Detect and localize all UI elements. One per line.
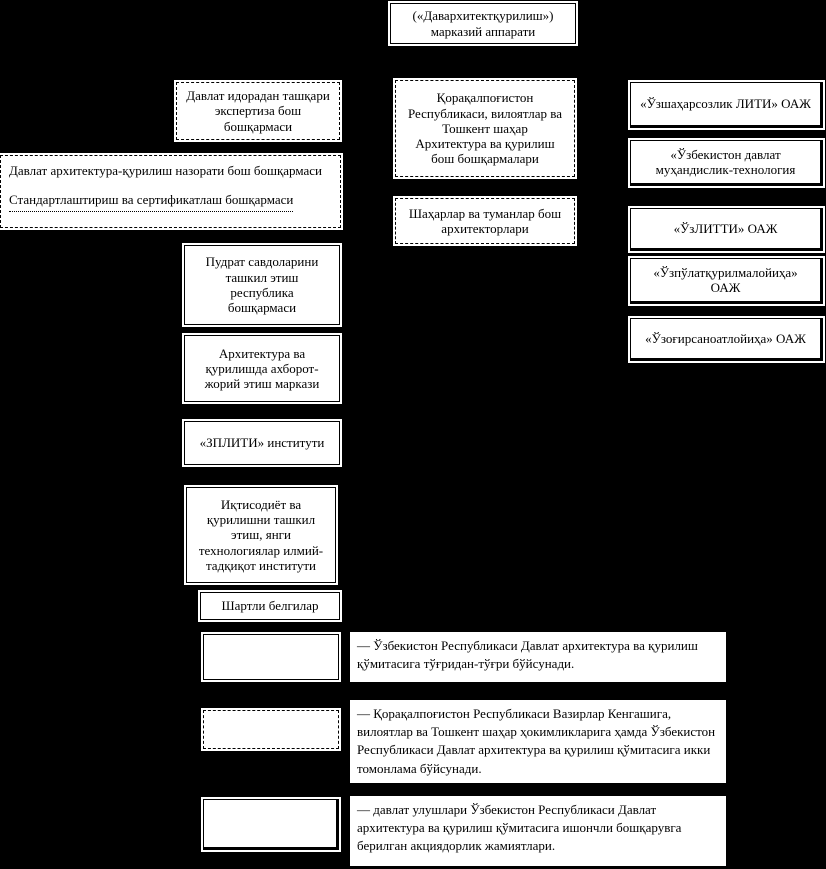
node-engineering-tech: «Ўзбекистон давлат муҳандислик-технологи… (630, 140, 823, 186)
node-city-architects-label: Шаҳарлар ва туманлар бош архитекторлари (408, 205, 562, 236)
legend-sample-solid (203, 634, 339, 680)
legend-header-label: Шартли белгилар (221, 598, 319, 614)
node-economy-institute: Иқтисодиёт ва қурилишни ташкил этиш, янг… (186, 487, 336, 583)
legend-sample-dashed (203, 710, 339, 749)
legend-item-dual-subordination: — Қорақалпоғистон Республикаси Вазирлар … (350, 700, 726, 783)
node-expertise-department: Давлат идорадан ташқари экспертиза бош б… (176, 82, 340, 140)
node-standardization-label: Стандартлаштириш ва сертификатлаш бошқар… (9, 192, 294, 212)
legend-header: Шартли белгилар (200, 592, 340, 620)
node-info-center: Архитектура ва қурилишда ахборот- жорий … (184, 335, 340, 402)
node-zpliti-institute: «ЗПЛИТИ» институти (184, 421, 340, 465)
legend-item-joint-stock: — давлат улушлари Ўзбекистон Республикас… (350, 796, 726, 866)
node-uzpulat-label: «Ўзпўлатқурилмалойиҳа» ОАЖ (653, 264, 798, 295)
node-uzlitti-label: «ЎзЛИТТИ» ОАЖ (673, 220, 778, 236)
node-economy-institute-label: Иқтисодиёт ва қурилишни ташкил этиш, янг… (198, 496, 324, 573)
legend-item-direct-subordination: — Ўзбекистон Республикаси Давлат архитек… (350, 632, 726, 682)
node-uzshaharsozlik: «Ўзшаҳарсозлик ЛИТИ» ОАЖ (630, 82, 823, 128)
node-info-center-label: Архитектура ва қурилишда ахборот- жорий … (204, 345, 320, 392)
node-supervision-label: Давлат архитектура-қурилиш назорати бош … (9, 163, 322, 178)
node-uzpulat: «Ўзпўлатқурилмалойиҳа» ОАЖ (630, 258, 823, 304)
node-contract-auctions: Пудрат савдоларини ташкил этиш республик… (184, 245, 340, 325)
node-regional-departments: Қорақалпоғистон Республикаси, вилоятлар … (395, 80, 575, 177)
node-zpliti-institute-label: «ЗПЛИТИ» институти (199, 435, 325, 451)
node-uzogirsanoat: «Ўзоғирсаноатлойиҳа» ОАЖ (630, 318, 823, 361)
node-central-office-label: («Давархитектқурилиш») марказий аппарати (412, 8, 554, 39)
node-uzogirsanoat-label: «Ўзоғирсаноатлойиҳа» ОАЖ (645, 330, 806, 346)
node-uzshaharsozlik-label: «Ўзшаҳарсозлик ЛИТИ» ОАЖ (640, 96, 811, 112)
node-city-architects: Шаҳарлар ва туманлар бош архитекторлари (395, 198, 575, 244)
node-regional-departments-label: Қорақалпоғистон Республикаси, вилоятлар … (408, 90, 562, 167)
node-supervision-standardization: Давлат архитектура-қурилиш назорати бош … (0, 155, 341, 228)
legend-sample-shadow (203, 799, 339, 850)
node-uzlitti: «ЎзЛИТТИ» ОАЖ (630, 208, 823, 251)
node-contract-auctions-label: Пудрат савдоларини ташкил этиш республик… (205, 254, 319, 316)
node-expertise-department-label: Давлат идорадан ташқари экспертиза бош б… (186, 88, 330, 134)
node-engineering-tech-label: «Ўзбекистон давлат муҳандислик-технологи… (655, 146, 796, 177)
node-central-office: («Давархитектқурилиш») марказий аппарати (390, 3, 576, 44)
